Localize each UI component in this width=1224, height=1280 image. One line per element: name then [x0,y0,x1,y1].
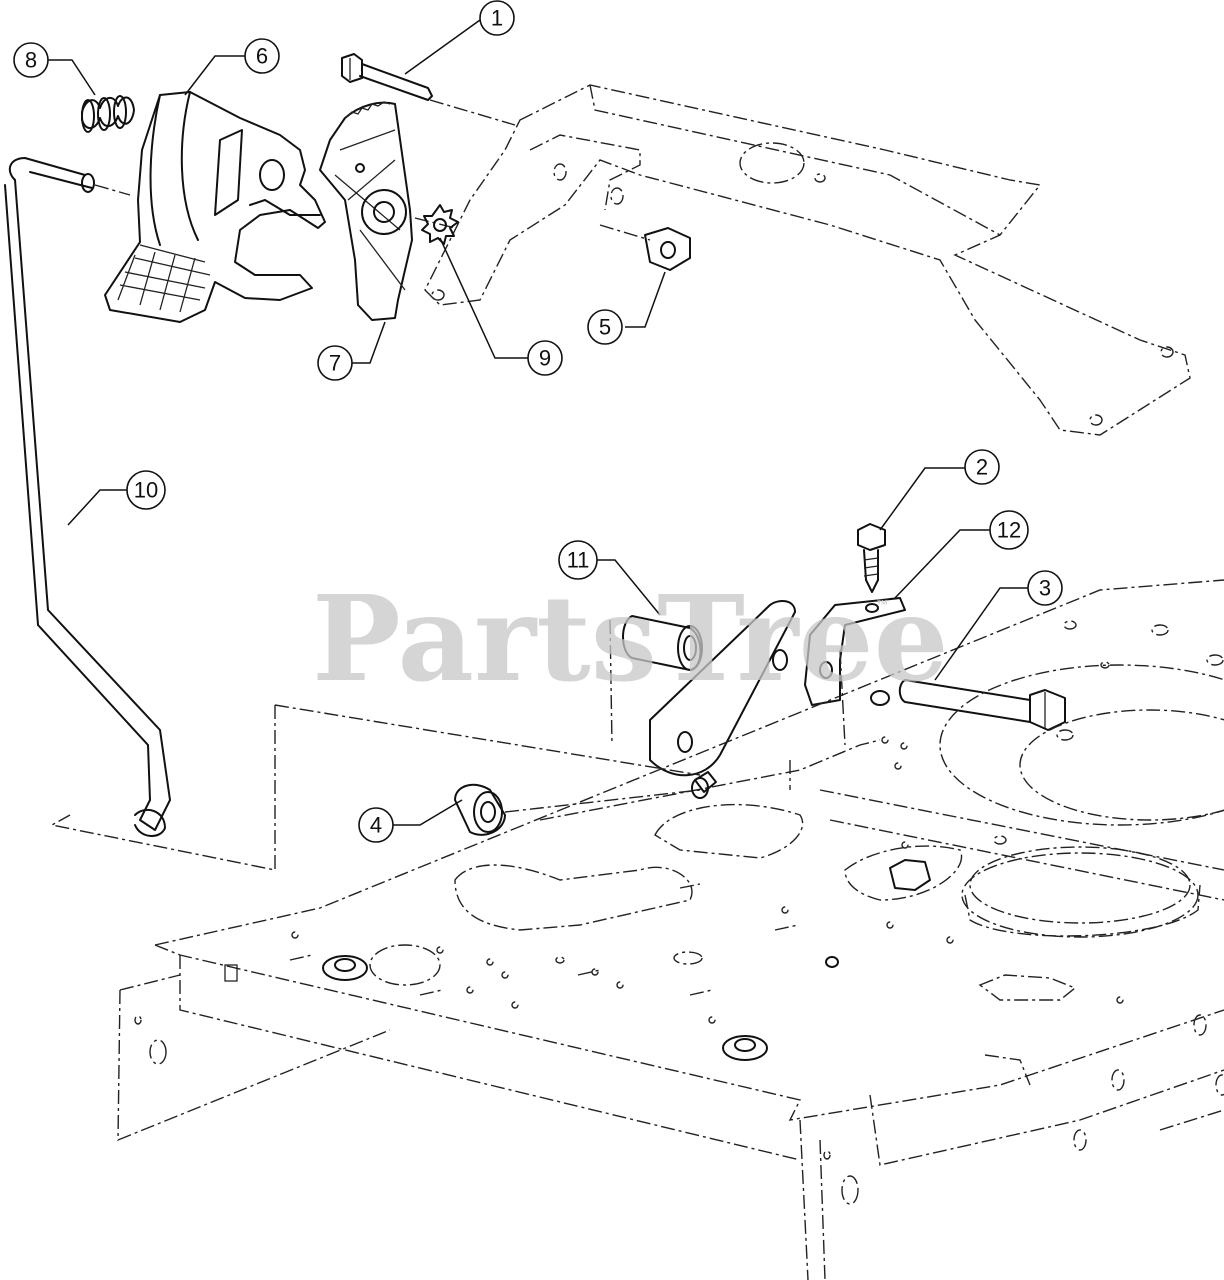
callout-7: 7 [317,345,353,381]
callout-1-label: 1 [491,6,503,31]
part-7-sector-plate [319,101,456,321]
callout-7-label: 7 [329,351,341,376]
callout-1: 1 [479,0,515,36]
part-11-sleeve [622,615,703,671]
callout-4-label: 4 [370,813,382,838]
watermark-text: PartsTree [312,569,949,708]
callout-10: 10 [126,470,166,510]
part-5-nut-plate [644,227,691,271]
callout-8-label: 8 [25,48,37,73]
callout-10-label: 10 [134,478,158,503]
callout-6-label: 6 [256,44,268,69]
callout-12: 12 [989,510,1029,550]
leader-lines [48,19,1028,826]
callout-8: 8 [13,42,49,78]
partstree-watermark: PartsTree ™ [312,569,949,708]
main-chassis [49,579,1224,1280]
part-2-screw [857,523,886,593]
part-3-bolt [870,679,1066,731]
part-4-bushing [454,783,701,836]
callout-11: 11 [558,540,598,580]
part-9-star-washer [421,204,459,245]
part-1-bolt [341,53,433,101]
callout-9: 9 [527,340,563,376]
callout-5-label: 5 [599,315,611,340]
part-8-spring [81,95,135,133]
callout-12-label: 12 [997,518,1021,543]
callout-3-label: 3 [1039,576,1051,601]
callout-4: 4 [358,807,394,843]
callout-3: 3 [1027,570,1063,606]
callout-2-label: 2 [976,455,988,480]
callout-9-label: 9 [539,346,551,371]
callout-2: 2 [964,449,1000,485]
watermark-trademark: ™ [876,597,888,611]
part-6-lever-handle [104,91,326,323]
upper-bracket [424,84,1191,436]
part-10-rod [4,157,171,837]
callout-6: 6 [244,38,280,74]
part-12-bracket [804,597,906,706]
callout-5: 5 [587,309,623,345]
pivot-arm [649,599,796,793]
callout-11-label: 11 [567,548,590,573]
